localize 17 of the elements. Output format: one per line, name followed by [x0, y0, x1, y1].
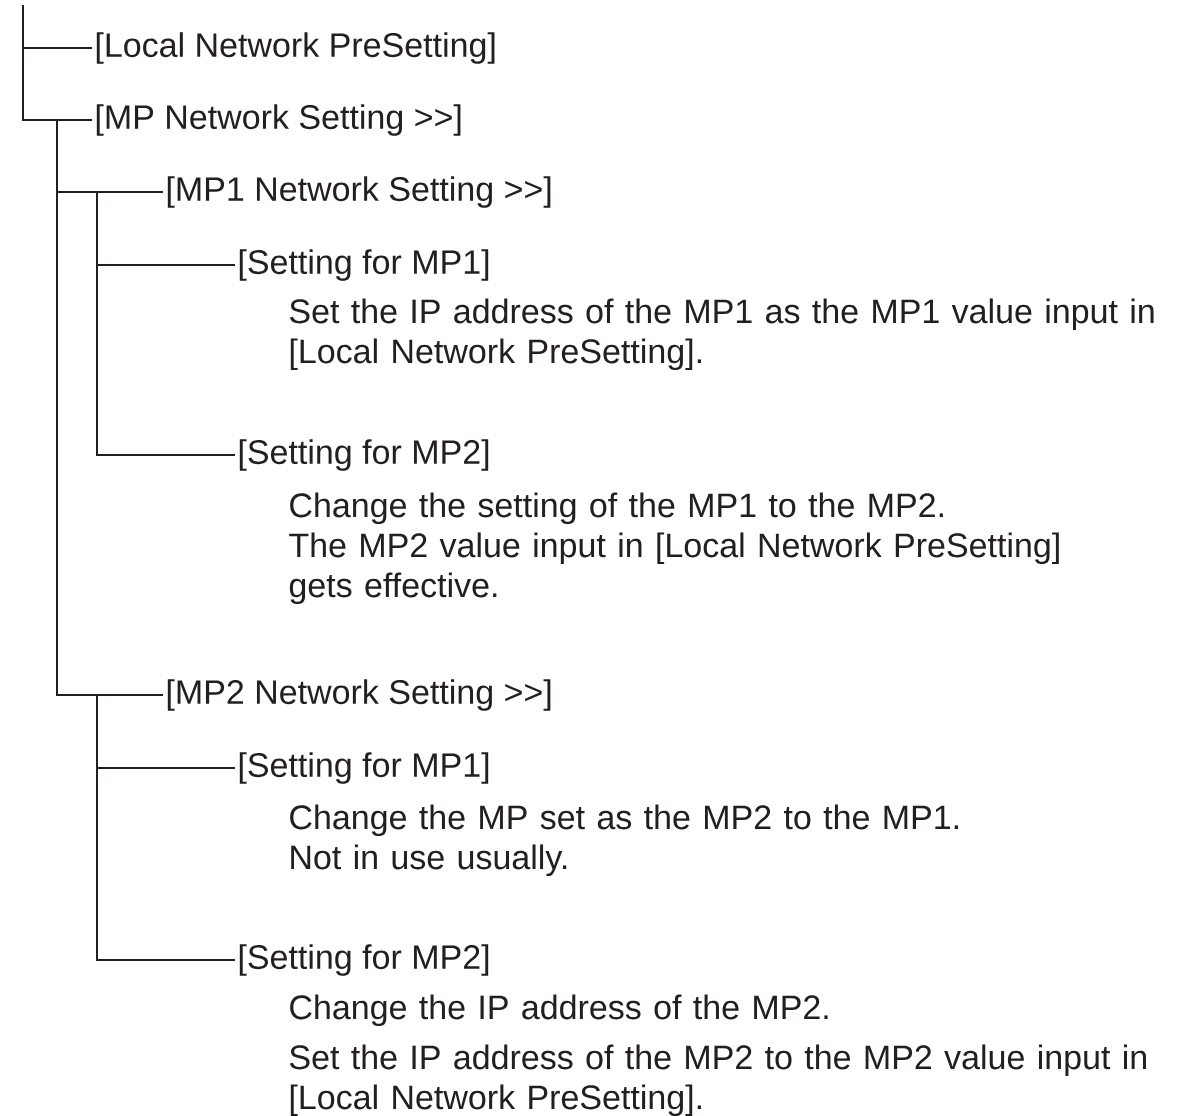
heading-text: [MP2 Network Setting >>] [167, 679, 551, 711]
description-text: The MP2 value input in [Local Network PreSetting] gets effective. [289, 532, 1059, 605]
heading-text: [Setting for MP1] [239, 752, 489, 784]
description-text: Change the MP set as the MP2 to the MP1. [290, 804, 958, 837]
tree-line [96, 694, 236, 961]
heading-text: [Setting for MP2] [239, 944, 489, 976]
heading-text: [MP1 Network Setting >>] [167, 176, 551, 208]
heading-text: [Setting for MP2] [239, 439, 489, 471]
description-text: Set the IP address of the MP1 as the MP1 value input in [Local Network PreSetting]. [289, 298, 1154, 371]
heading-text: [Setting for MP1] [239, 249, 489, 281]
description-text: Set the IP address of the MP2 to the MP2 value input in [Local Network PreSetting]. [289, 1044, 1146, 1116]
tree-line [96, 191, 236, 456]
description-text: Change the setting of the MP1 to the MP2. [290, 492, 943, 525]
description-text: Change the IP address of the MP2. [290, 994, 828, 1027]
description-text: Not in use usually. [291, 844, 567, 877]
heading-text: [MP Network Setting >>] [96, 104, 461, 136]
heading-text: [Local Network PreSetting] [96, 32, 495, 64]
